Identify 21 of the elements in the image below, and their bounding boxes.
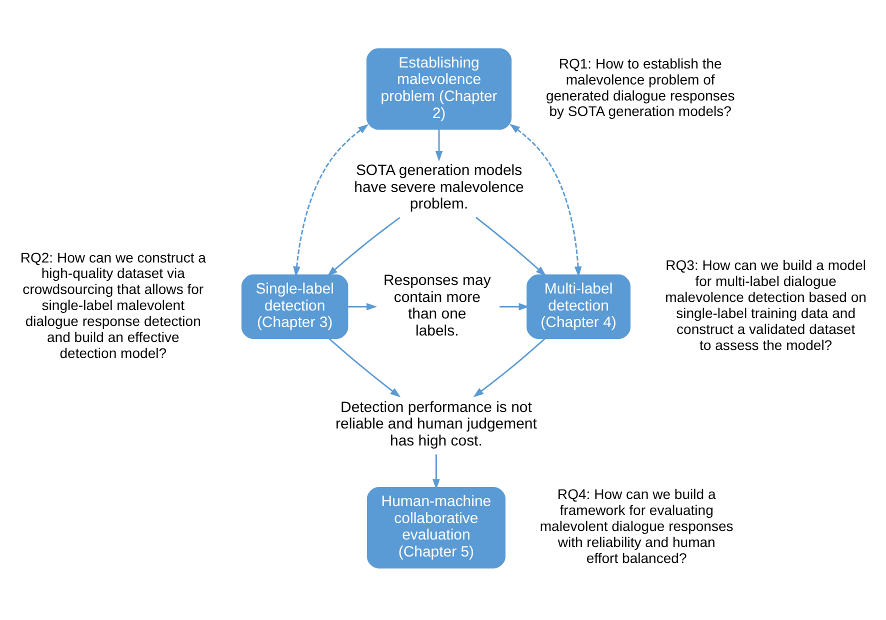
label: RQ2: How can we construct a high-quality dataset via crowdsourcing that allows for single-label malevolent dialogue response detection and build an effective detection model? [20, 249, 206, 361]
arrow [432, 454, 440, 490]
label: RQ1: How to establish the malevolence problem of generated dialogue responses by SOTA generation models? [546, 55, 735, 120]
arrow [327, 216, 400, 276]
node-box: Human-machine collaborative evaluation (Chapter 5) [366, 486, 506, 568]
node-text: Responses may contain more than one labels. [383, 272, 491, 340]
node-box: Single-label detection (Chapter 3) [241, 274, 348, 340]
node-text: SOTA generation models have severe malevolence problem. [354, 162, 524, 213]
arrow [348, 303, 378, 310]
arrow [435, 129, 443, 162]
node-text: Detection performance is not reliable and human judgement has high cost. [336, 398, 537, 450]
arrow [473, 338, 546, 398]
arrow [509, 124, 582, 278]
label: RQ4: How can we build a framework for evaluating malevolent dialogue responses with reliability and human effort balanced? [540, 486, 734, 566]
arrow [328, 338, 401, 398]
node-box: Multi-label detection (Chapter 4) [526, 274, 631, 340]
label: RQ3: How can we build a model for multi-label dialogue malevolence detection based on single-label training data and construct a validated dataset to assess the model? [665, 257, 866, 353]
arrow [293, 124, 369, 277]
node-box: Establishing malevolence problem (Chapter 2) [366, 48, 512, 130]
arrow [500, 303, 530, 310]
arrow [475, 216, 546, 276]
